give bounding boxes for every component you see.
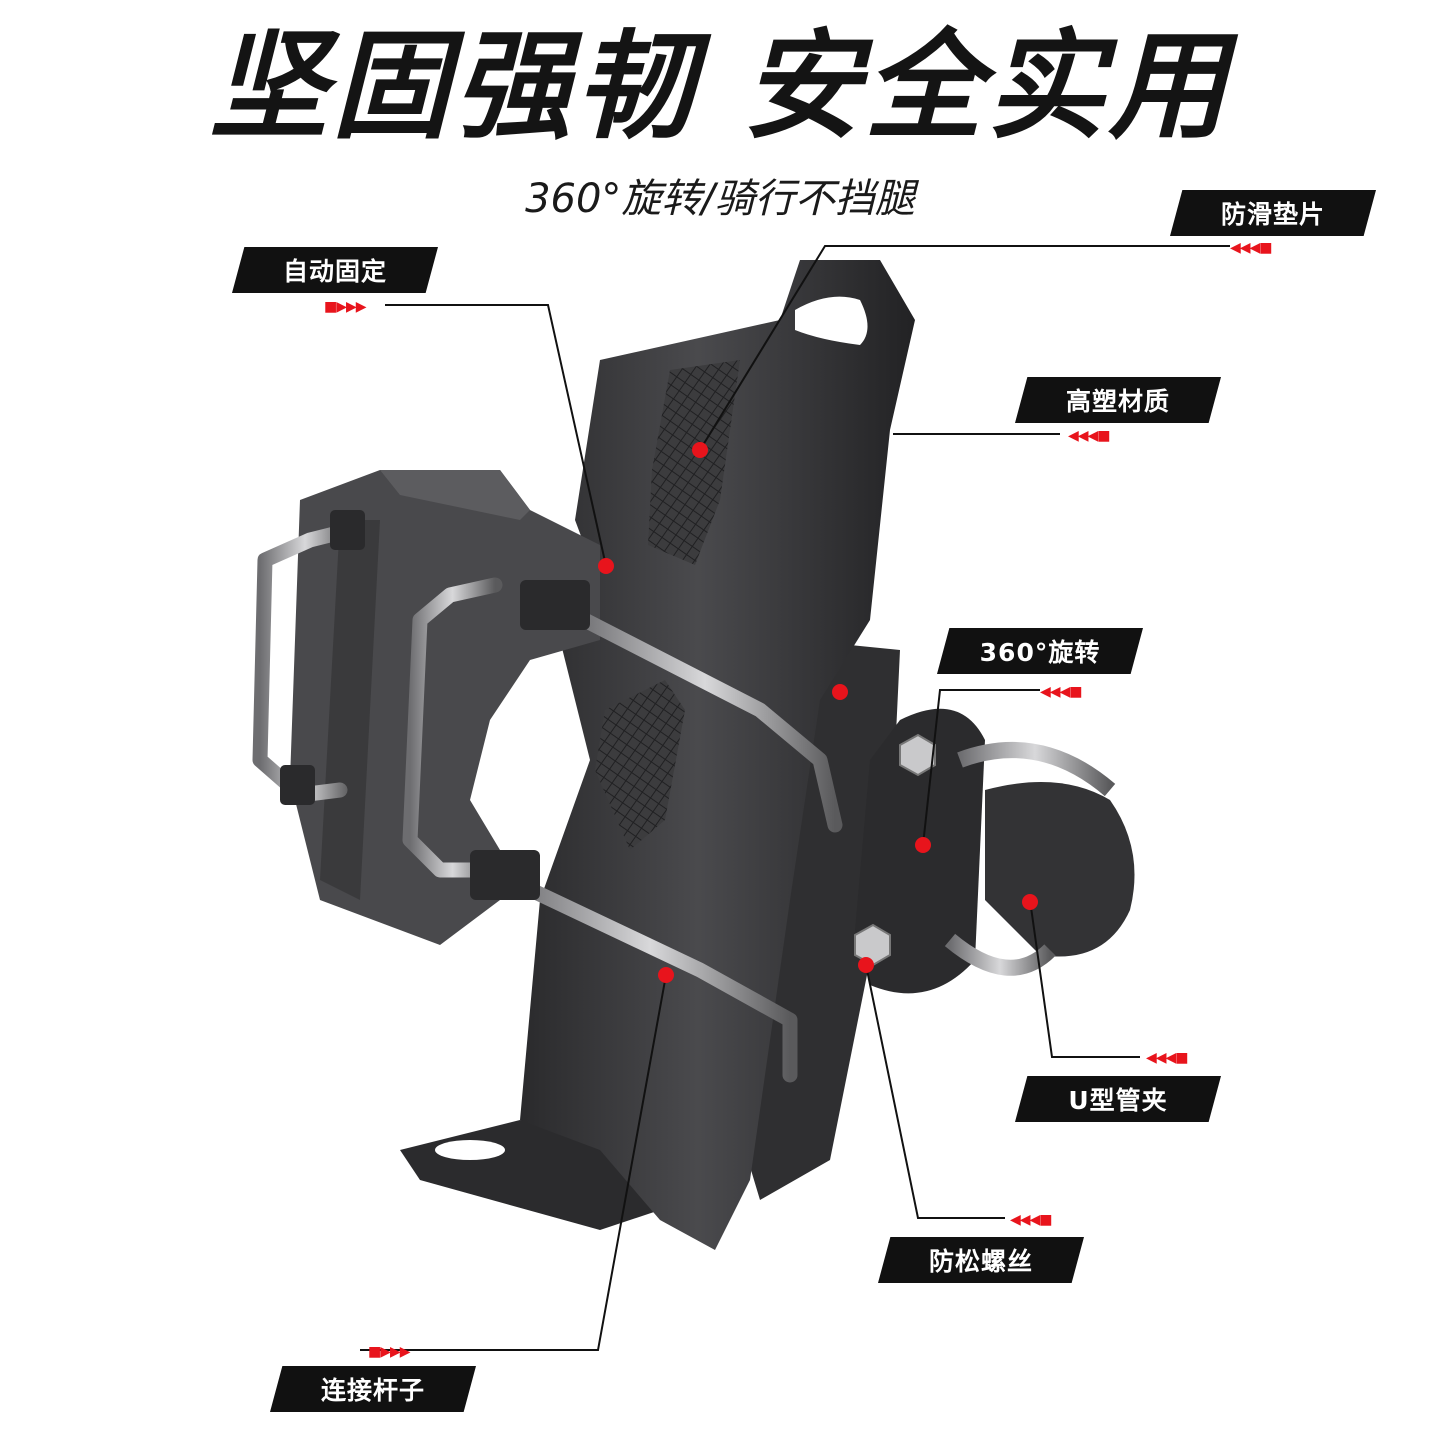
arrow-marker: ◀◀◀■ [1040, 684, 1083, 700]
anti-slip-pad-upper [648, 360, 740, 565]
anti-slip-pad-lower [595, 680, 685, 850]
arrow-marker: ■▶▶▶ [324, 299, 367, 315]
arrow-marker: ■▶▶▶ [368, 1344, 411, 1360]
anti-loose-nut-lower [854, 923, 891, 967]
rod-joint-upper [520, 580, 590, 630]
callout-high-plastic: 高塑材质 [1015, 377, 1221, 423]
callout-u-clamp: U型管夹 [1015, 1076, 1221, 1122]
u-clamp-bolt [957, 742, 1116, 797]
red-markers [598, 442, 1038, 983]
callout-rod: 连接杆子 [270, 1366, 476, 1412]
headline: 坚固强韧 安全实用 [209, 17, 1231, 155]
main-body [520, 260, 915, 1250]
u-clamp-block [985, 782, 1135, 957]
callout-anti-loose: 防松螺丝 [878, 1237, 1084, 1283]
callout-auto-fix: 自动固定 [232, 247, 438, 293]
arrow-marker: ◀◀◀■ [1230, 240, 1273, 256]
arrow-marker: ◀◀◀■ [1010, 1212, 1053, 1228]
rod-joint-lower [470, 850, 540, 900]
arrow-marker: ◀◀◀■ [1146, 1050, 1189, 1066]
subline: 360°旋转/骑行不挡腿 [525, 176, 915, 222]
callout-anti-slip: 防滑垫片 [1170, 190, 1376, 236]
rear-plate [730, 640, 900, 1200]
arrow-marker: ◀◀◀■ [1068, 428, 1111, 444]
leader-lines [360, 245, 1230, 1351]
anti-loose-nut-upper [899, 733, 936, 777]
callout-rotate: 360°旋转 [937, 628, 1143, 674]
